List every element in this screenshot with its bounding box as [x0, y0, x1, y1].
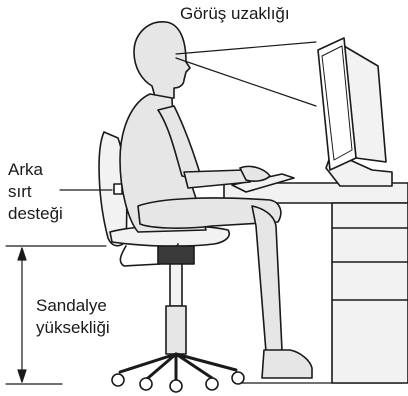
person-hand	[239, 165, 271, 182]
back-support-label-line3: desteği	[8, 204, 63, 223]
chair-gas-cylinder	[165, 305, 187, 355]
chair-mechanism	[157, 245, 195, 265]
desk-top	[223, 182, 408, 204]
back-support-label-line1: Arka	[8, 160, 43, 179]
monitor	[317, 37, 393, 187]
desk-pedestal	[331, 202, 408, 384]
chair-height-label-line1: Sandalye	[36, 296, 107, 315]
back-support-label-line2: sırt	[8, 182, 32, 201]
viewing-distance-label: Görüş uzaklığı	[180, 4, 290, 23]
back-support-knob	[113, 183, 123, 195]
chair-height-label-line2: yüksekliği	[36, 318, 110, 337]
chair-height-dimension	[5, 245, 107, 385]
chair-base	[118, 352, 238, 382]
desk	[223, 182, 408, 384]
person-foot	[261, 349, 313, 379]
seated-person	[119, 21, 313, 379]
person-head	[133, 21, 191, 101]
viewing-distance-lines	[175, 41, 317, 107]
monitor-screen	[317, 37, 357, 171]
chair-column	[169, 263, 183, 307]
person-thigh	[137, 197, 282, 229]
person-lower-leg	[251, 205, 283, 353]
